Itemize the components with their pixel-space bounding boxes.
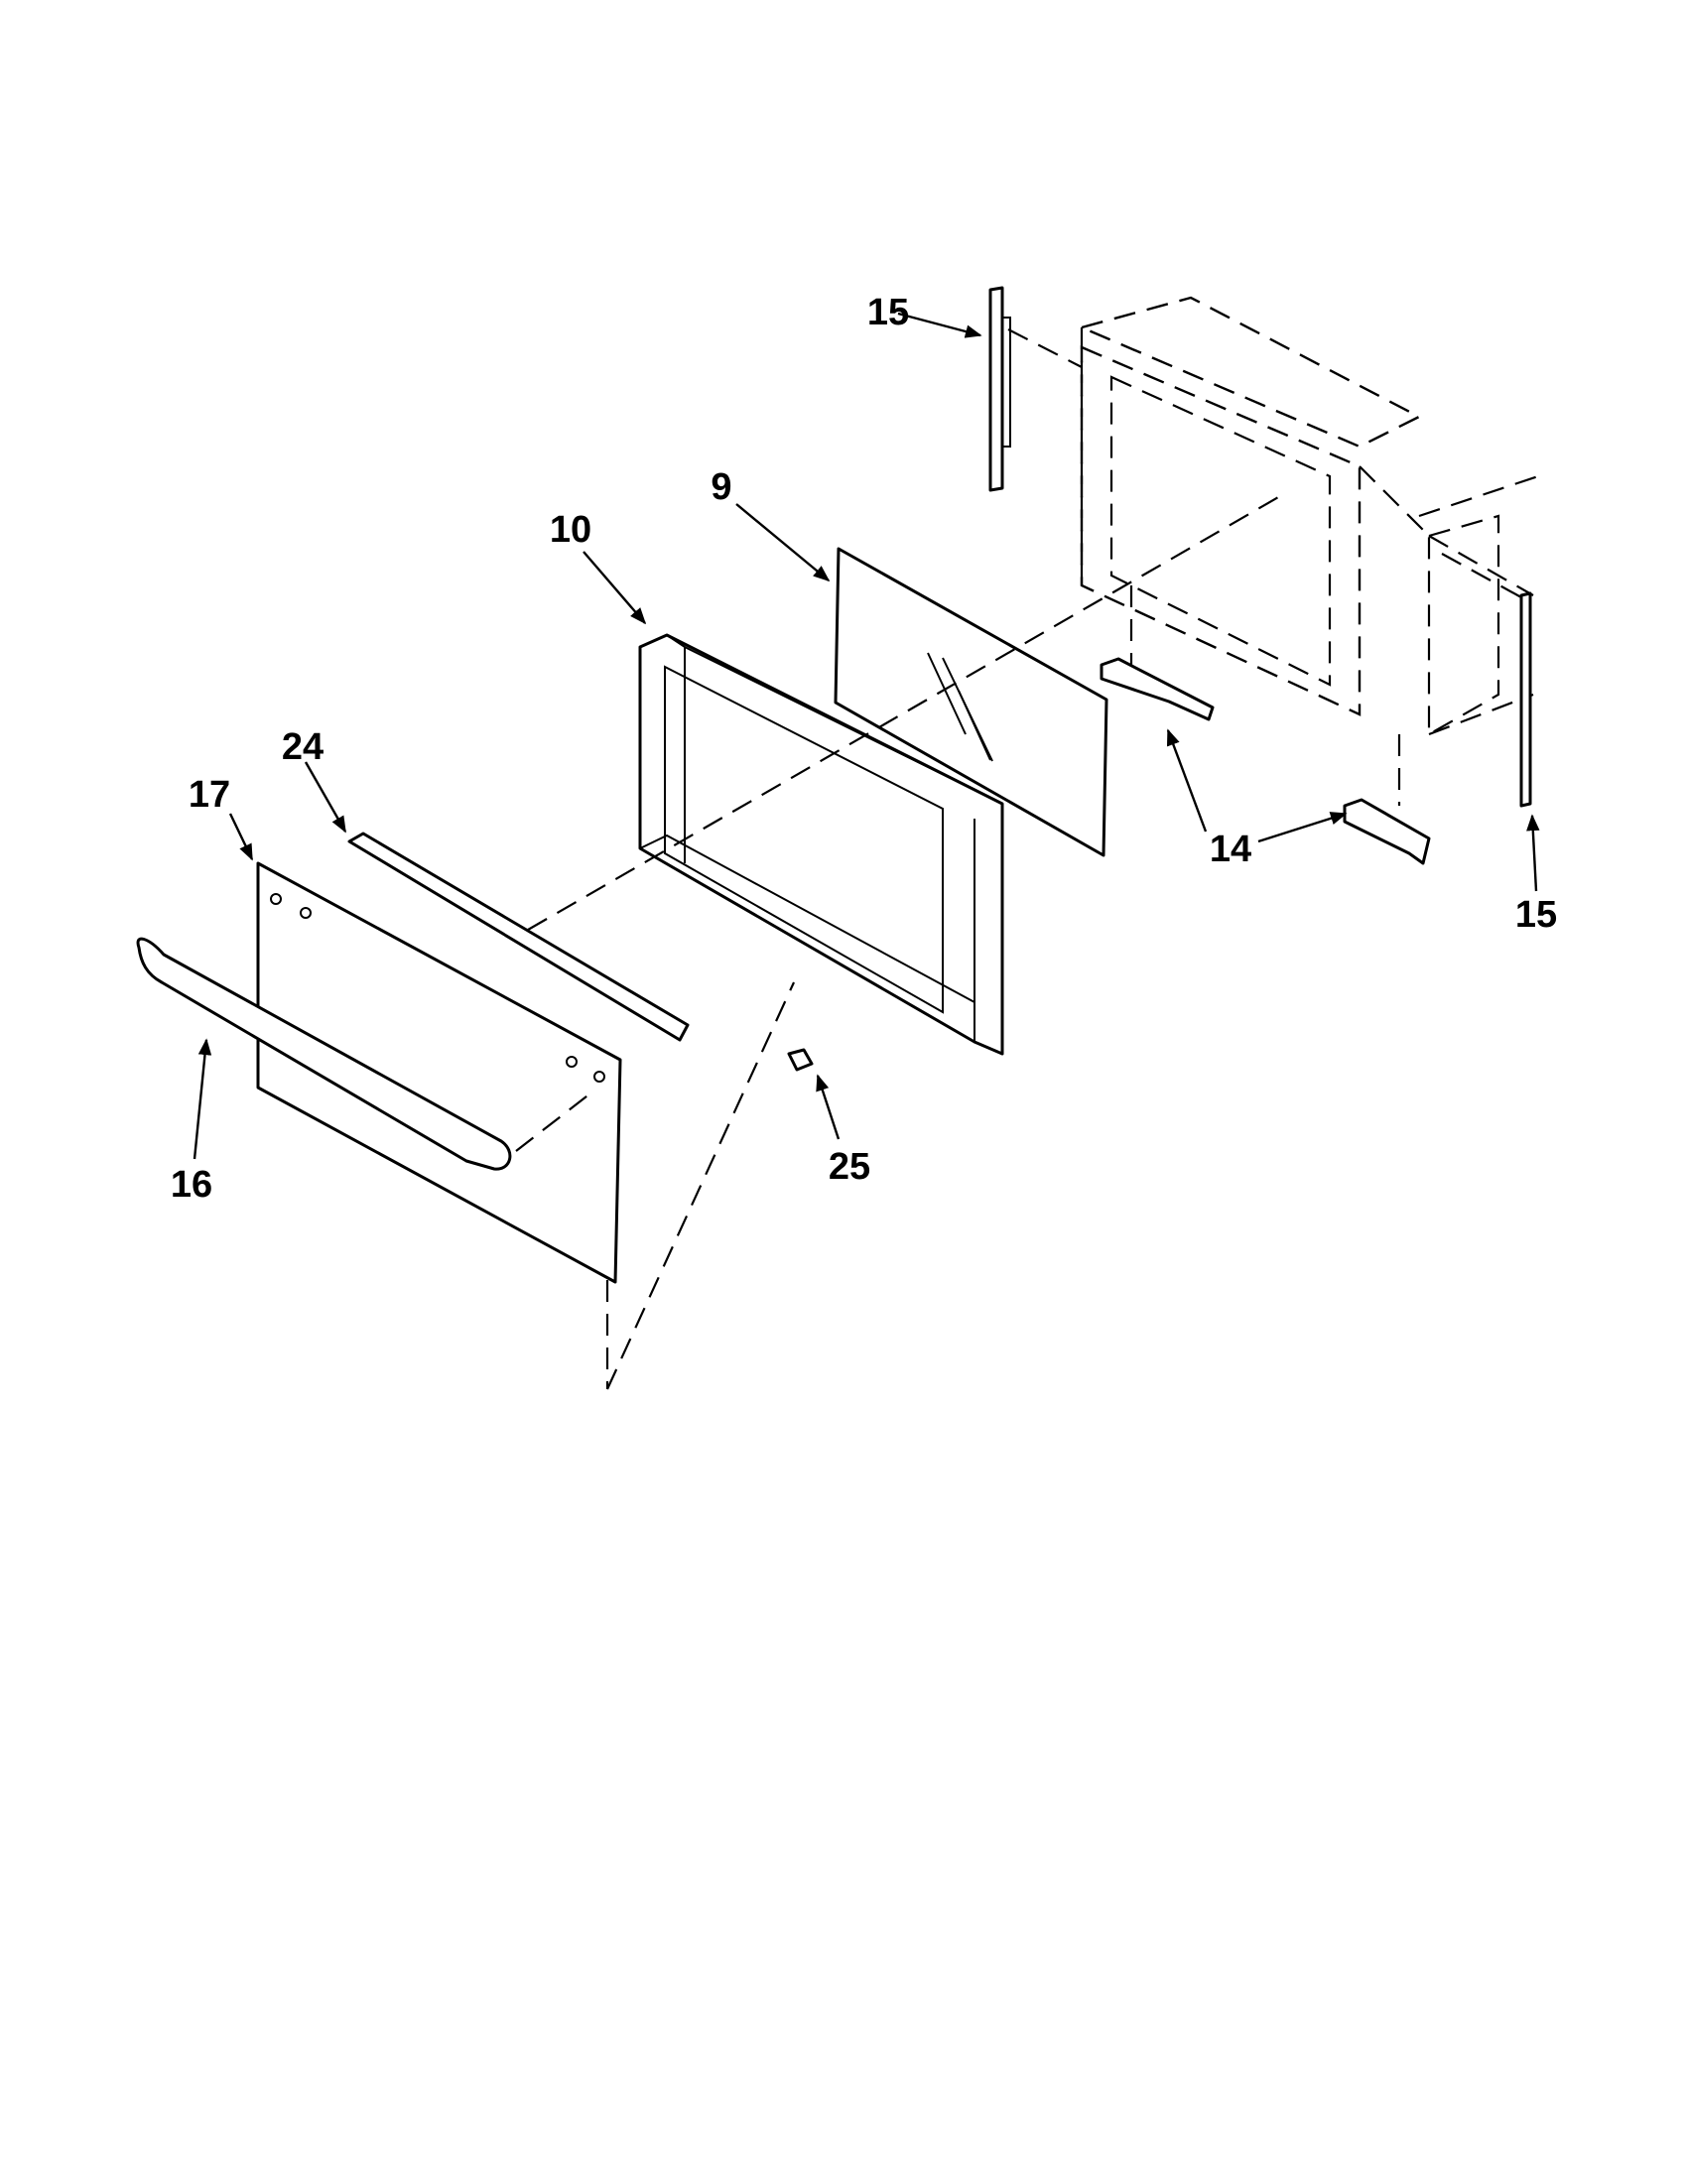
callout-labels: 15 9 10 24 17 14 15 16 25 — [171, 292, 1557, 1206]
leader-lines — [193, 312, 1540, 1160]
hinge-strip-top — [988, 286, 1083, 492]
door-trim-strip — [347, 832, 690, 1042]
oven-cavity-outline — [1078, 296, 1539, 736]
glass-panel — [834, 547, 1108, 857]
callout-10: 10 — [550, 509, 591, 551]
outer-door-panel — [256, 861, 622, 1284]
callout-16: 16 — [171, 1164, 212, 1206]
callout-15-top: 15 — [867, 292, 909, 333]
hinge-strip-right — [1441, 553, 1532, 808]
callout-24: 24 — [282, 726, 324, 768]
hinge-bracket-lower — [1343, 734, 1431, 865]
door-clip — [787, 1048, 814, 1072]
hinge-bracket-upper — [1100, 585, 1215, 721]
callout-25: 25 — [829, 1146, 870, 1188]
callout-9: 9 — [711, 466, 731, 508]
door-handle — [136, 937, 512, 1171]
door-frame — [638, 633, 1004, 1056]
callout-17: 17 — [189, 774, 230, 816]
assembly-lines — [515, 495, 1281, 1390]
callout-14: 14 — [1210, 829, 1251, 870]
callout-15-bottom: 15 — [1515, 894, 1557, 936]
